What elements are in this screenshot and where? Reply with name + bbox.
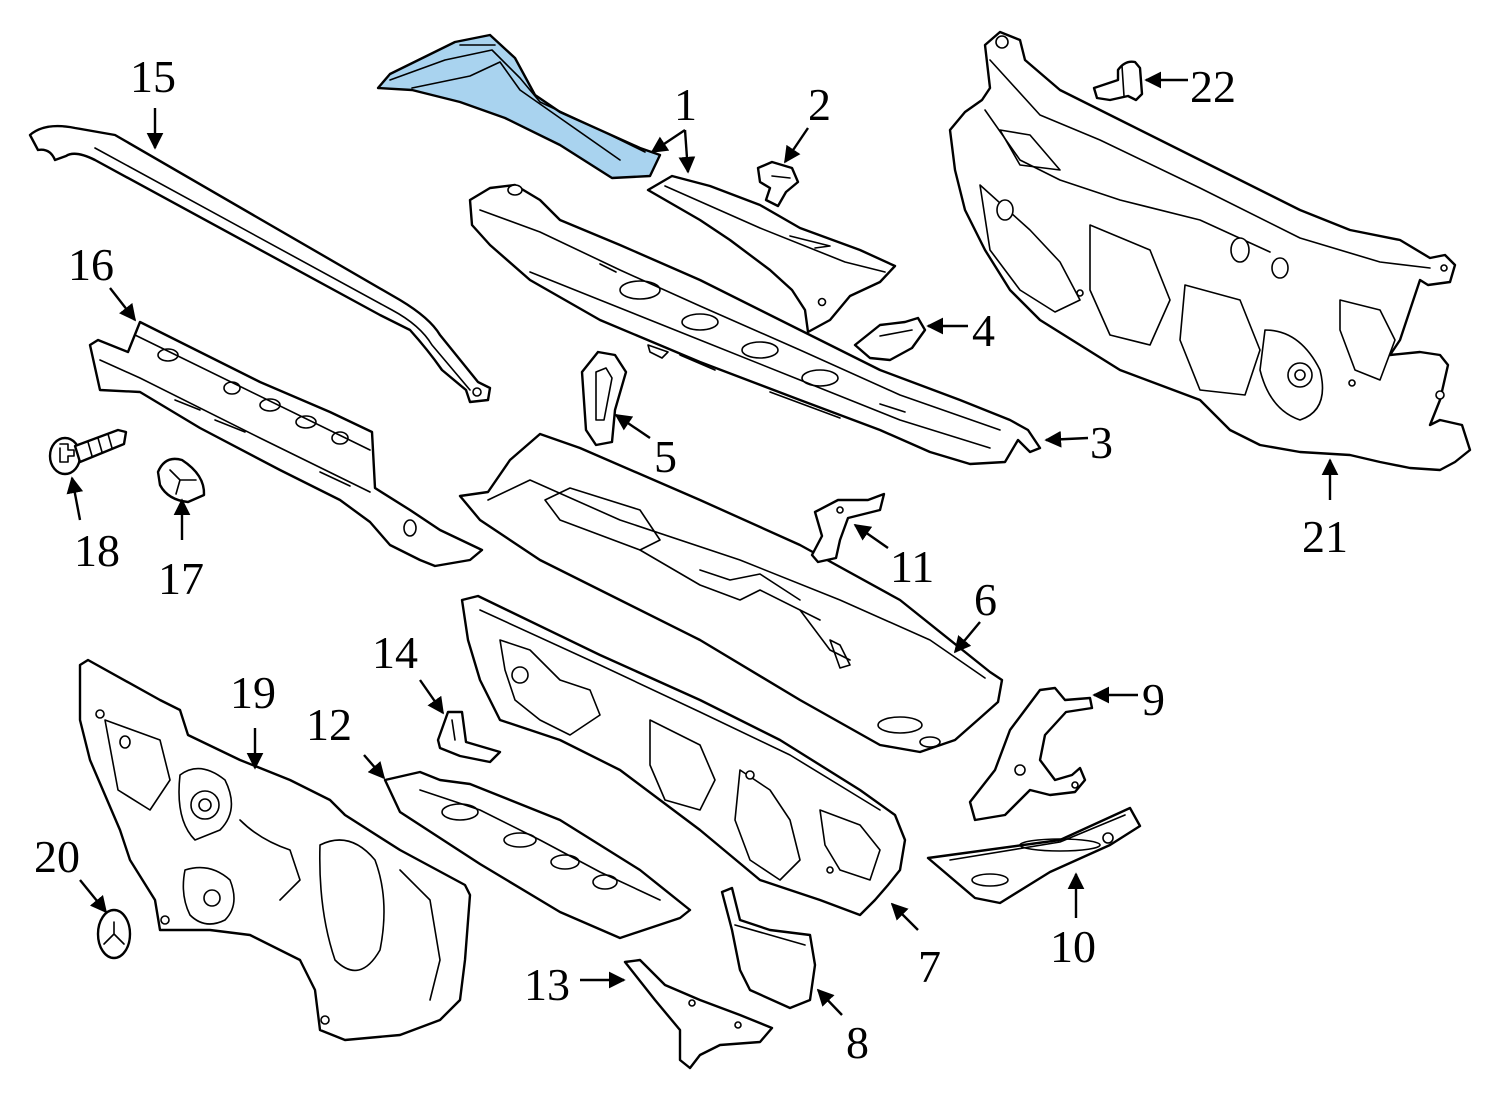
part-9-bracket[interactable] — [968, 686, 1094, 822]
callout-11: 11 — [890, 541, 934, 592]
part-1-cowl-seal[interactable] — [646, 174, 897, 334]
part-18-screw[interactable] — [48, 428, 128, 476]
callout-9: 9 — [1142, 674, 1165, 725]
part-10-reinforcement[interactable] — [926, 806, 1142, 905]
callout-1: 1 — [674, 79, 697, 130]
callout-19: 19 — [230, 667, 276, 718]
part-4-bracket[interactable] — [853, 316, 927, 362]
part-6-dash-panel[interactable] — [458, 432, 1004, 754]
part-21-dash-insulator[interactable] — [948, 30, 1472, 472]
part-11-bracket[interactable] — [810, 492, 886, 564]
part-2-clip[interactable] — [756, 160, 800, 208]
part-5-bracket[interactable] — [580, 350, 628, 447]
part-17-grommet[interactable] — [156, 457, 206, 504]
part-22-push-pin[interactable] — [1092, 60, 1144, 102]
part-8-bracket[interactable] — [720, 886, 817, 1010]
callout-labels: 1 2 3 4 5 6 7 8 9 10 11 12 13 14 15 16 1… — [34, 51, 1348, 1068]
part-12-crossmember[interactable] — [383, 770, 692, 940]
callout-2: 2 — [808, 79, 831, 130]
callout-13: 13 — [524, 959, 570, 1010]
part-14-clip[interactable] — [436, 710, 502, 764]
callout-3: 3 — [1090, 417, 1113, 468]
callout-17: 17 — [158, 553, 204, 604]
callout-18: 18 — [74, 525, 120, 576]
part-3-cowl-panel[interactable] — [468, 183, 1042, 466]
callout-14: 14 — [372, 627, 418, 678]
callout-16: 16 — [68, 239, 114, 290]
part-20-plug[interactable] — [96, 908, 132, 960]
part-16-support[interactable] — [88, 320, 484, 568]
leader-lines — [66, 71, 1339, 1016]
callout-8: 8 — [846, 1017, 869, 1068]
callout-5: 5 — [654, 431, 677, 482]
callout-21: 21 — [1302, 511, 1348, 562]
callout-10: 10 — [1050, 921, 1096, 972]
callout-7: 7 — [918, 941, 941, 992]
part-13-bracket[interactable] — [623, 958, 774, 1070]
part-1-cowl-top-panel[interactable] — [376, 33, 662, 180]
callout-6: 6 — [974, 574, 997, 625]
callout-20: 20 — [34, 831, 80, 882]
callout-22: 22 — [1190, 61, 1236, 112]
part-7-dash-panel-lower[interactable] — [460, 594, 907, 917]
callout-15: 15 — [130, 51, 176, 102]
callout-12: 12 — [306, 699, 352, 750]
part-15-upper-rail[interactable] — [28, 124, 492, 404]
callout-4: 4 — [972, 305, 995, 356]
part-19-dash-insulator[interactable] — [78, 658, 472, 1042]
